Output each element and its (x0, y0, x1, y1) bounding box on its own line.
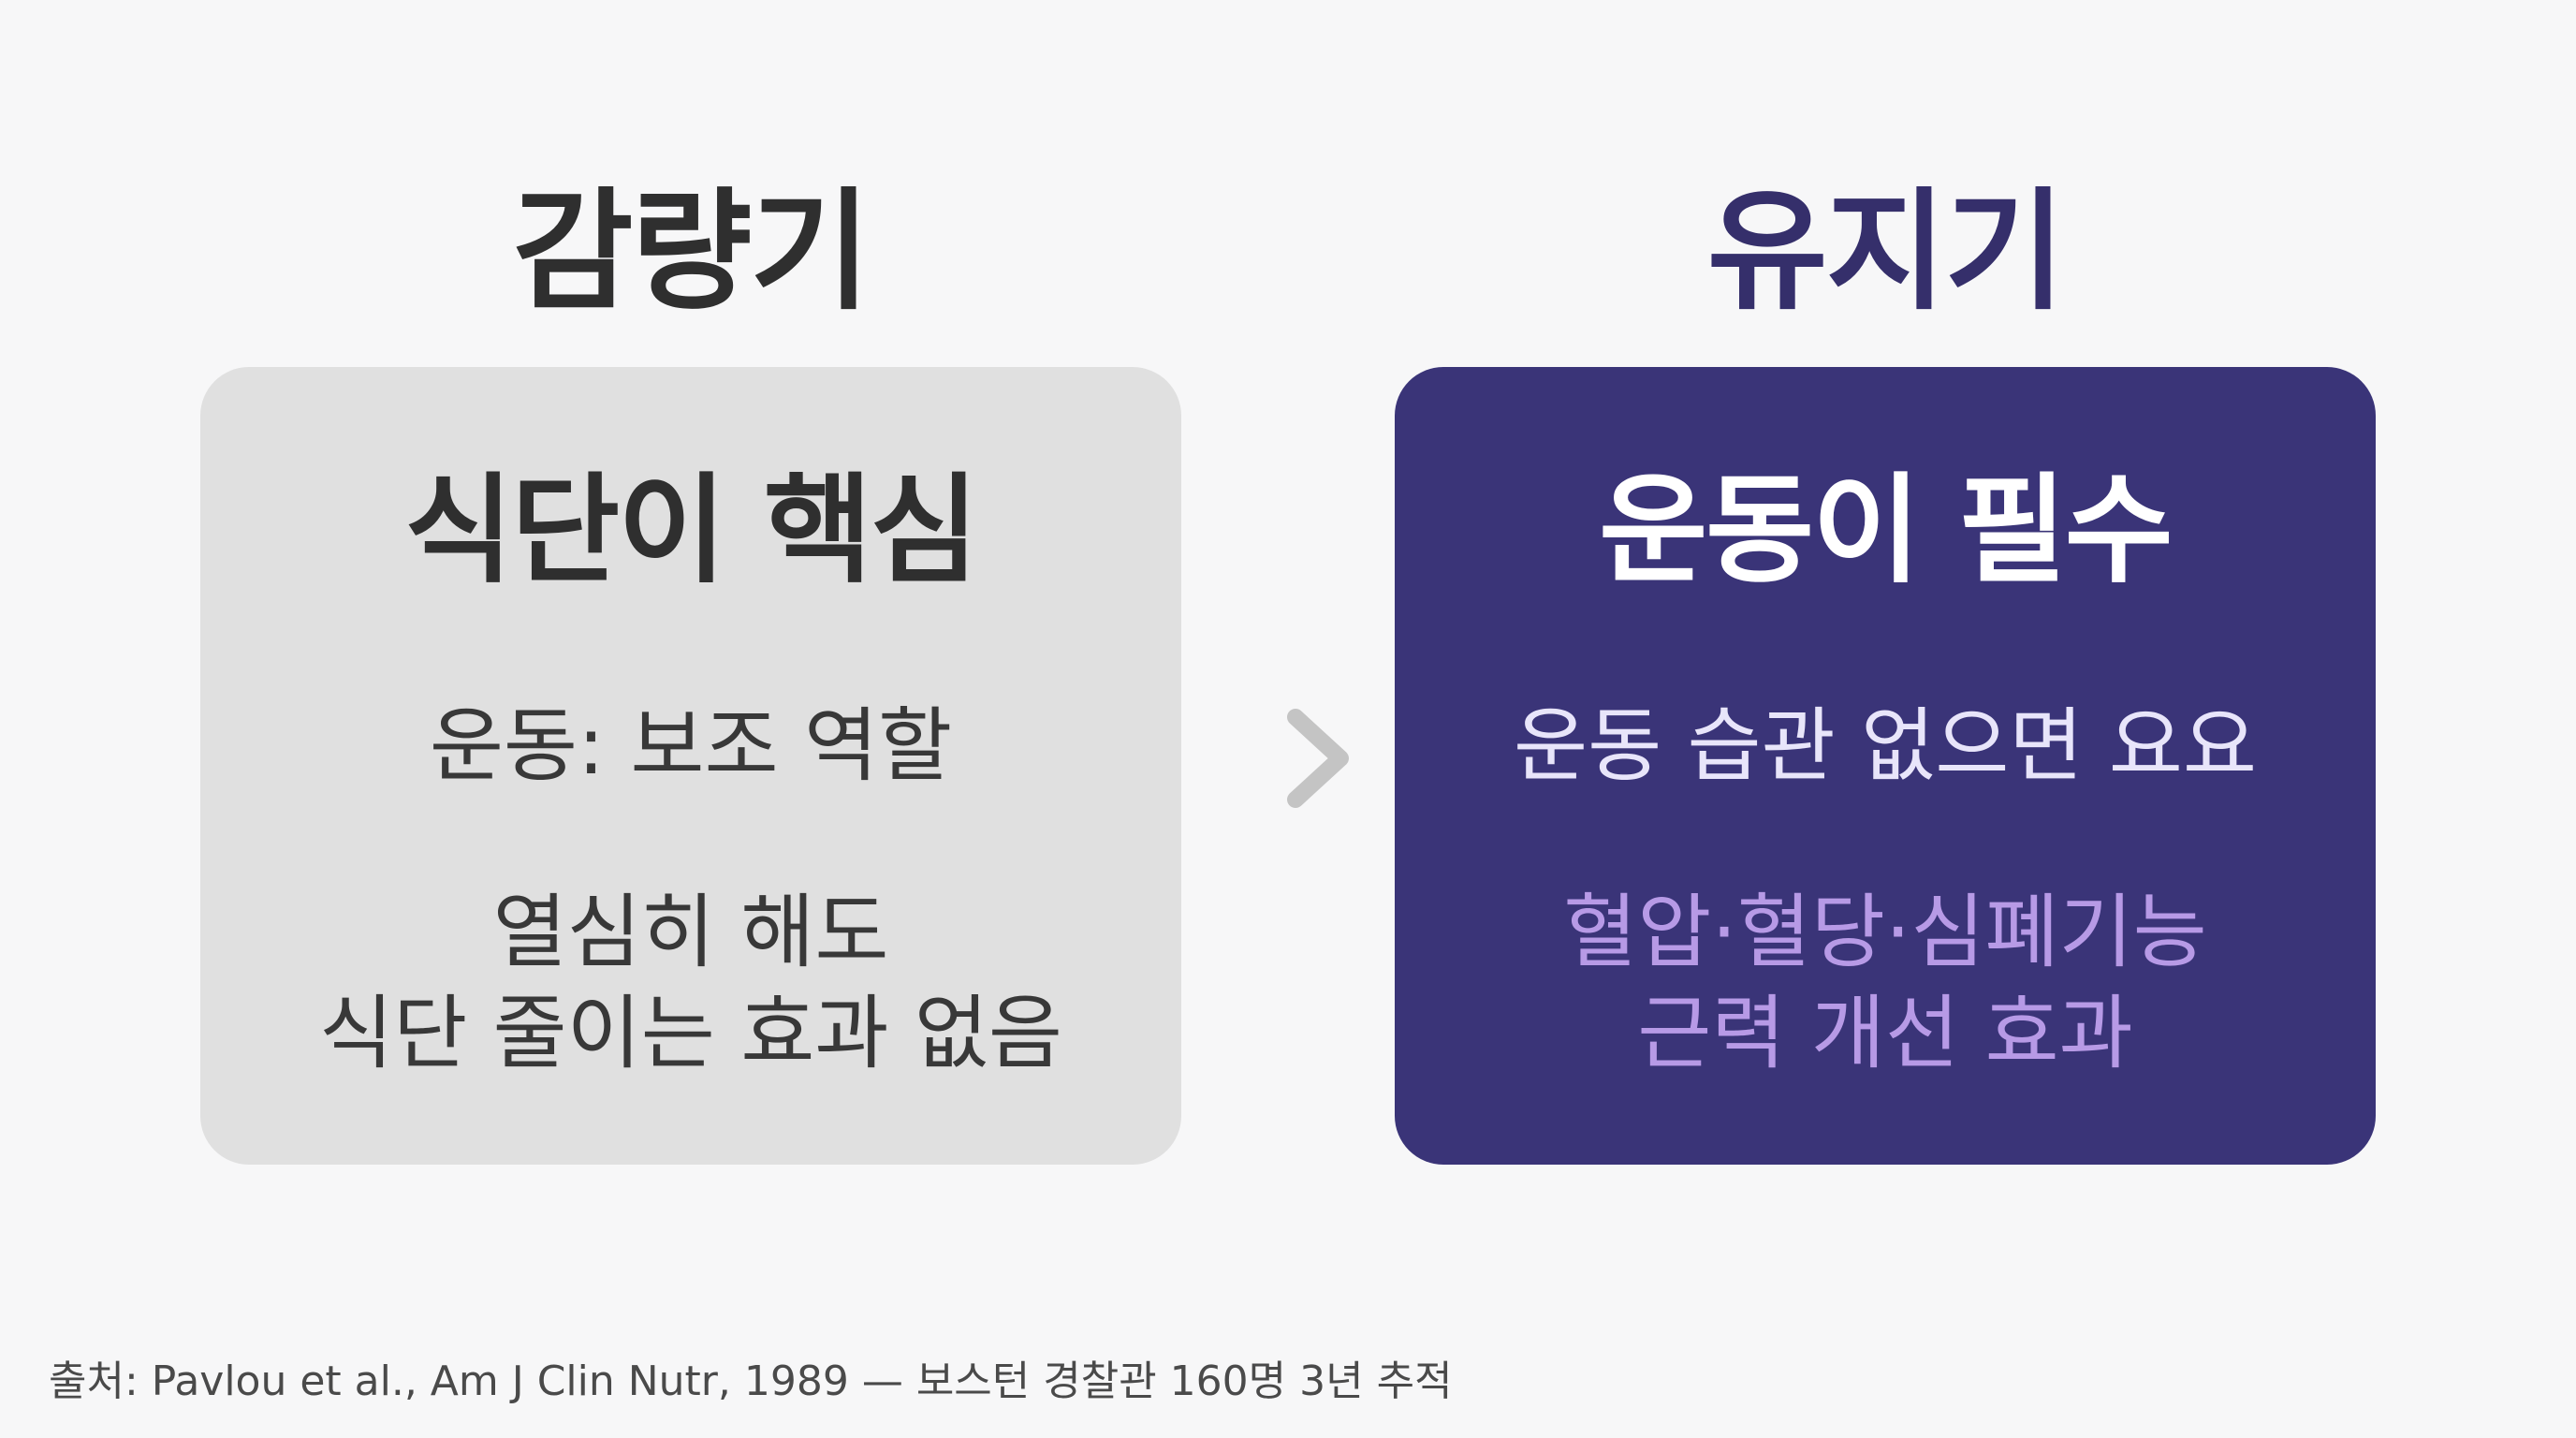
maintenance-panel-subtitle: 운동 습관 없으면 요요 (1513, 699, 2258, 793)
weight-loss-detail-line-2: 식단 줄이는 효과 없음 (318, 987, 1063, 1080)
weight-loss-panel-title: 식단이 핵심 (404, 462, 978, 599)
weight-loss-detail-line-1: 열심히 해도 (492, 886, 889, 979)
weight-loss-panel-subtitle: 운동: 보조 역할 (429, 699, 953, 793)
weight-loss-panel-detail: 열심히 해도 식단 줄이는 효과 없음 (200, 882, 1181, 1084)
maintenance-panel-detail: 혈압·혈당·심폐기능 근력 개선 효과 (1395, 882, 2376, 1084)
weight-loss-phase-heading: 감량기 (512, 176, 871, 329)
maintenance-detail-line-1: 혈압·혈당·심폐기능 (1563, 886, 2207, 979)
maintenance-detail-line-2: 근력 개선 효과 (1637, 987, 2133, 1080)
weight-loss-phase-panel: 식단이 핵심 운동: 보조 역할 열심히 해도 식단 줄이는 효과 없음 (200, 367, 1181, 1165)
arrow-right-icon (1204, 709, 1349, 808)
maintenance-phase-heading: 유지기 (1706, 176, 2065, 329)
arrow-head (1287, 709, 1349, 808)
maintenance-phase-panel: 운동이 필수 운동 습관 없으면 요요 혈압·혈당·심폐기능 근력 개선 효과 (1395, 367, 2376, 1165)
maintenance-panel-title: 운동이 필수 (1599, 462, 2173, 599)
source-footnote: 출처: Pavlou et al., Am J Clin Nutr, 1989 … (49, 1357, 1453, 1405)
